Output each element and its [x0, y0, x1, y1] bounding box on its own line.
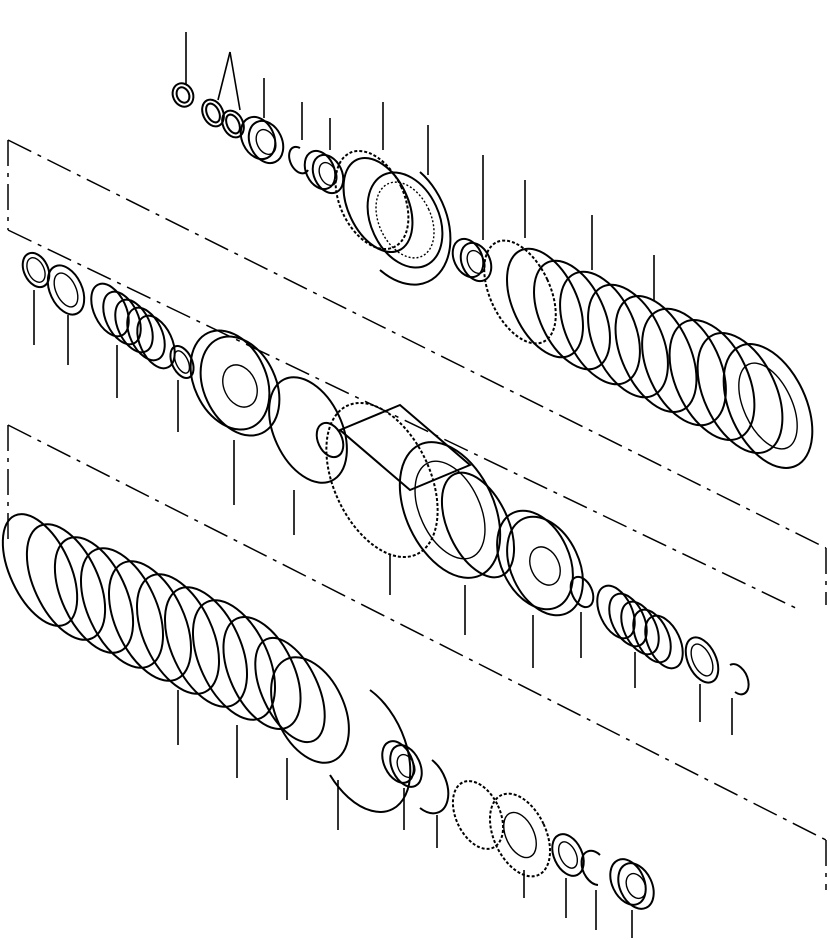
- spacer-pair: [201, 51, 245, 139]
- left-spring-retainer: [46, 264, 86, 365]
- ring-gear-hub: [366, 125, 452, 286]
- lower-snap-ring-d: [580, 849, 601, 930]
- right-piston: [496, 509, 584, 668]
- right-seal-ring: [569, 575, 595, 658]
- backing-plate: [236, 636, 326, 778]
- output-gear: [451, 780, 552, 898]
- needle-bearing: [303, 118, 345, 195]
- left-snap-ring: [21, 251, 51, 345]
- lower-snap-ring-c: [419, 759, 450, 848]
- lower-spacer: [551, 833, 585, 918]
- left-o-ring: [268, 376, 348, 535]
- drive-gear: [334, 102, 414, 254]
- right-o-ring: [440, 471, 516, 635]
- left-piston-spring: [90, 282, 176, 398]
- right-snap-ring: [729, 663, 750, 735]
- left-piston: [189, 329, 281, 505]
- lower-snap-ring-a: [270, 656, 350, 800]
- right-spring-retainer: [684, 636, 720, 722]
- thrust-washer: [171, 32, 195, 108]
- ball-bearing: [239, 78, 285, 165]
- lower-snap-ring-b: [329, 689, 412, 830]
- lower-clutch-plate-pack: [1, 513, 302, 745]
- snap-ring: [288, 102, 309, 175]
- upper-frame: [7, 139, 827, 605]
- lower-bearing: [381, 740, 423, 830]
- clutch-drum: [315, 401, 502, 595]
- bearing: [451, 155, 493, 283]
- clutch-plate-pack: [483, 180, 814, 469]
- right-piston-spring: [596, 584, 684, 688]
- lower-ball-bearing: [609, 858, 655, 938]
